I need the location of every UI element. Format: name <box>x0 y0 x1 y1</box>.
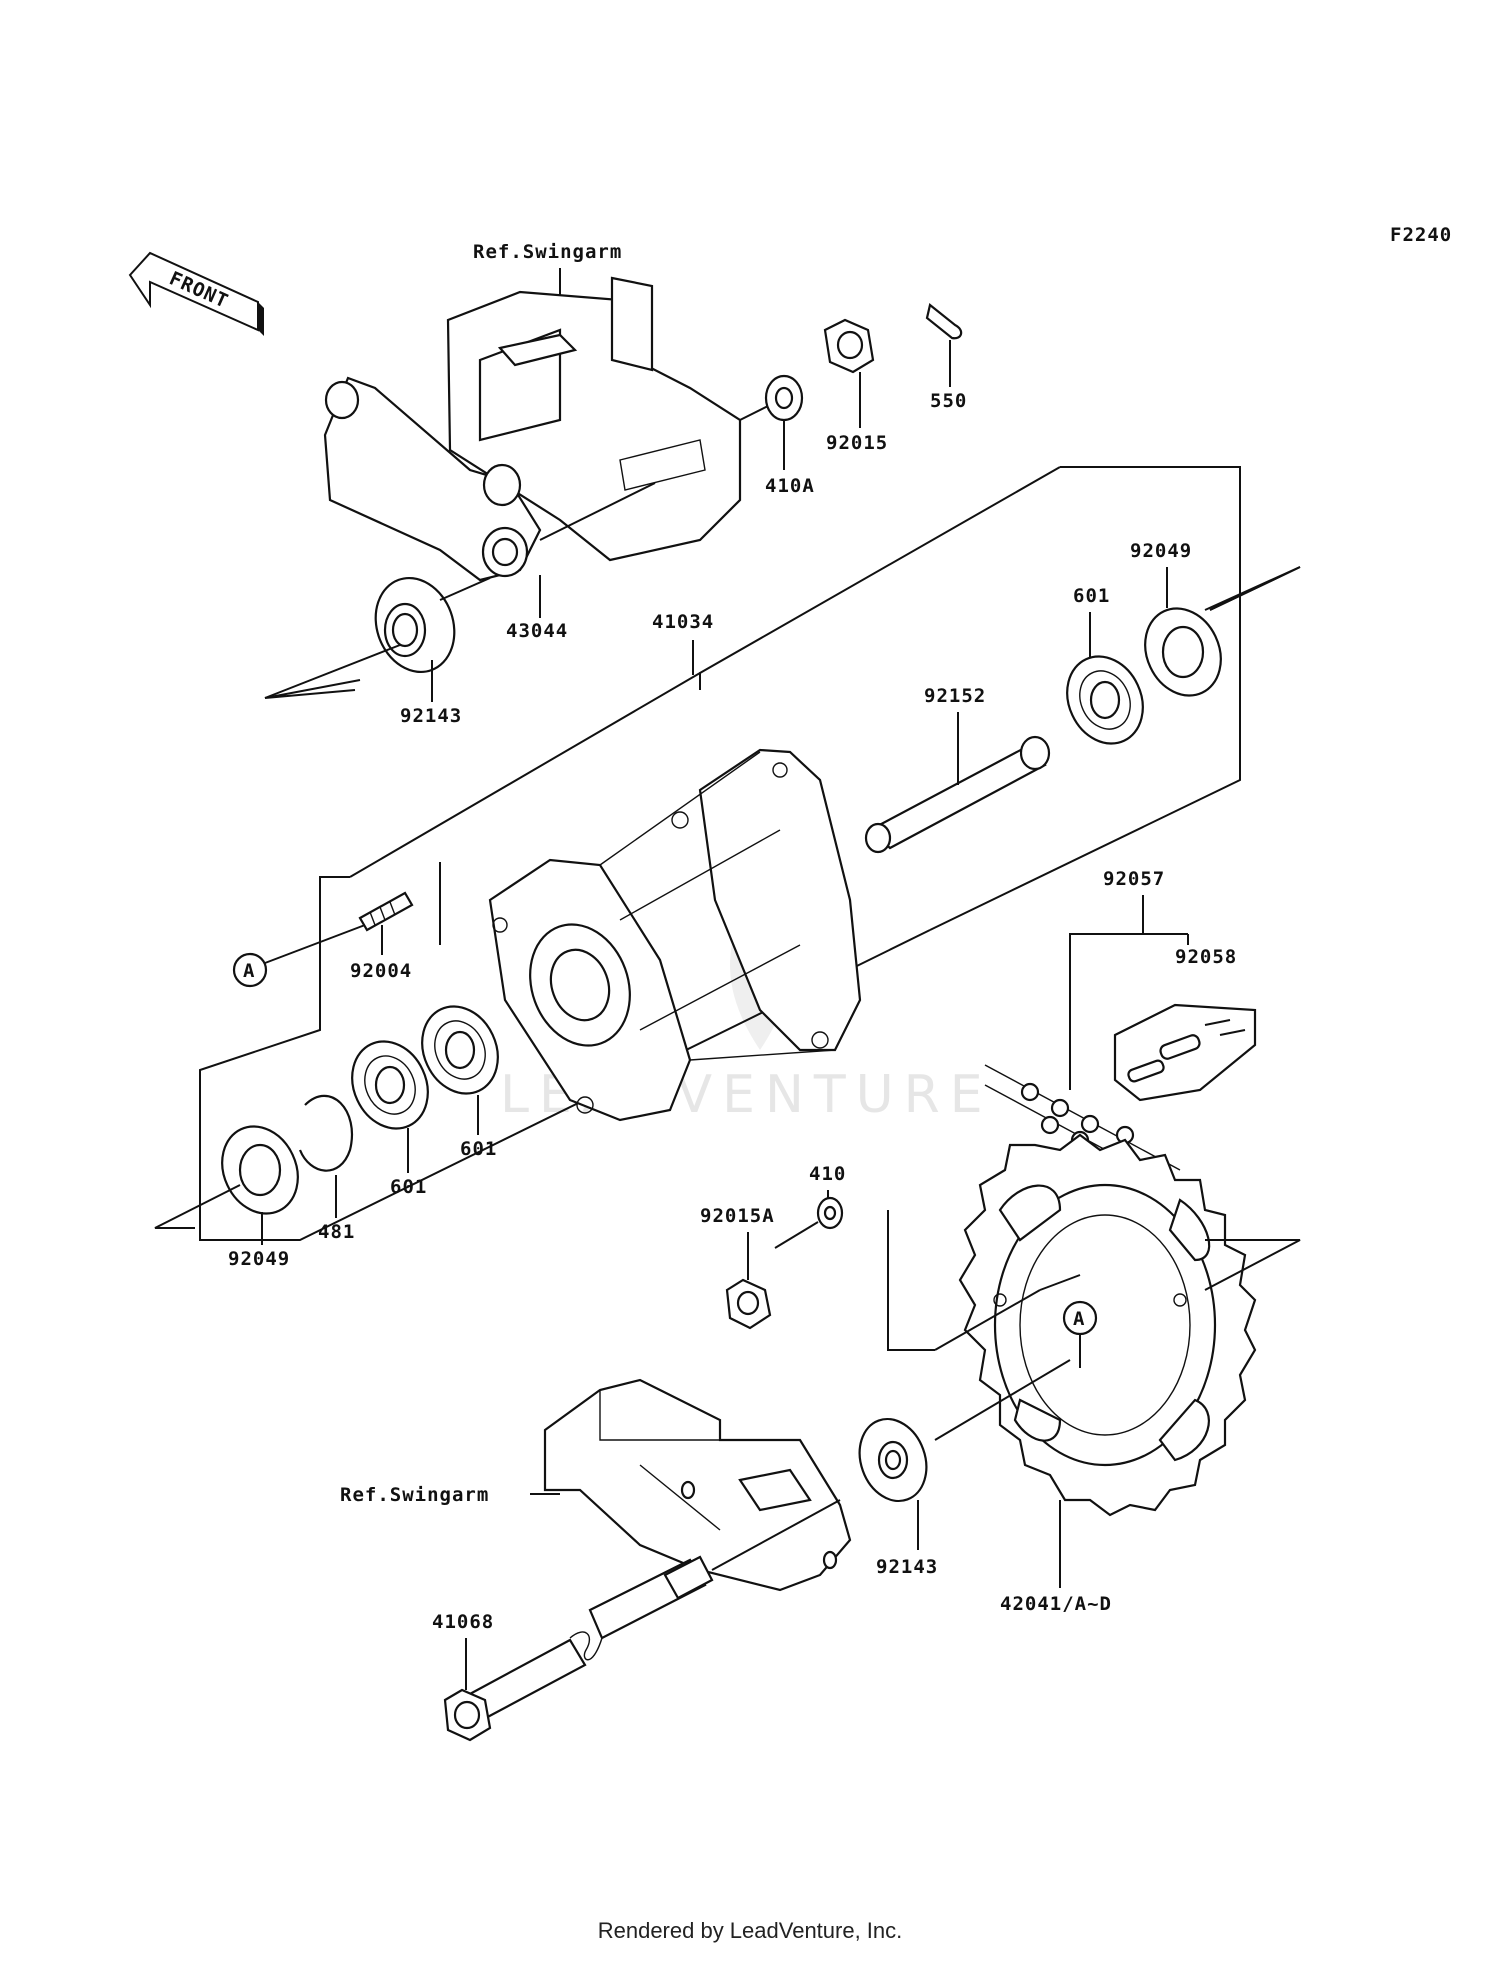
part-601-left: 601 <box>390 1176 427 1198</box>
callout-a-left: A <box>232 952 268 988</box>
circlip-481 <box>298 1094 353 1172</box>
part-410: 410 <box>809 1163 846 1185</box>
cotter-pin-550 <box>925 303 963 340</box>
washer-410A <box>764 374 804 422</box>
bearing-601-right <box>1066 655 1144 745</box>
rear-hub-41034 <box>488 748 862 1122</box>
seal-92049-left <box>221 1125 299 1215</box>
part-41034: 41034 <box>652 611 714 633</box>
svg-text:A: A <box>1073 1308 1085 1330</box>
swingarm-top <box>446 276 742 562</box>
axle-41068 <box>443 1555 714 1742</box>
part-550: 550 <box>930 390 967 412</box>
part-92058: 92058 <box>1175 946 1237 968</box>
svg-text:A: A <box>243 960 255 982</box>
bearing-601-mid <box>421 1005 499 1095</box>
bearing-601-left <box>351 1040 429 1130</box>
washer-410 <box>816 1196 844 1230</box>
part-41068: 41068 <box>432 1611 494 1633</box>
part-92152: 92152 <box>924 685 986 707</box>
part-92049-left: 92049 <box>228 1248 290 1270</box>
ref-swingarm-top-label: Ref.Swingarm <box>473 241 622 263</box>
sprocket-42041 <box>958 1133 1257 1517</box>
parts-diagram: LEADVENTURE F2240 FRONT Ref.Swingarm 430… <box>128 224 1452 1742</box>
figure-code: F2240 <box>1390 224 1452 246</box>
part-601-mid: 601 <box>460 1138 497 1160</box>
part-92015: 92015 <box>826 432 888 454</box>
spacer-92152 <box>864 735 1051 854</box>
part-92057: 92057 <box>1103 868 1165 890</box>
swingarm-bottom <box>543 1378 852 1592</box>
part-481: 481 <box>318 1221 355 1243</box>
front-arrow-icon: FRONT <box>128 251 264 336</box>
part-92143-bottom: 92143 <box>876 1556 938 1578</box>
hub-assembly-boundary <box>929 466 1241 931</box>
callout-a-right: A <box>1062 1300 1098 1336</box>
nut-92015 <box>823 318 875 374</box>
nut-92015A <box>725 1278 772 1330</box>
chain-adjuster-43044 <box>323 376 542 582</box>
master-link-92058 <box>1113 1003 1257 1102</box>
part-92004: 92004 <box>350 960 412 982</box>
ref-swingarm-bottom-label: Ref.Swingarm <box>340 1484 489 1506</box>
part-410A: 410A <box>765 475 815 497</box>
footer-credit: Rendered by LeadVenture, Inc. <box>597 1918 903 1943</box>
seal-92049-right <box>1144 607 1222 697</box>
part-92143-top: 92143 <box>400 705 462 727</box>
part-42041: 42041/A~D <box>1000 1593 1112 1615</box>
part-92049-right: 92049 <box>1130 540 1192 562</box>
collar-92143-top <box>374 576 456 674</box>
stud-92004 <box>358 891 414 932</box>
part-43044: 43044 <box>506 620 568 642</box>
collar-92143-bottom <box>858 1417 928 1503</box>
part-601-right: 601 <box>1073 585 1110 607</box>
part-92015A: 92015A <box>700 1205 775 1227</box>
